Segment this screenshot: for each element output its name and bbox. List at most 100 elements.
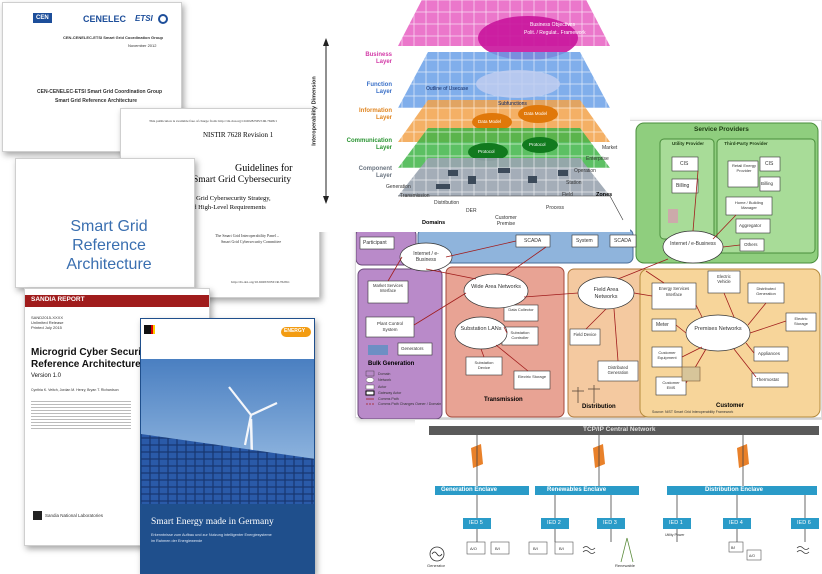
smart-energy-sub2: im Rahmen der Energiewende xyxy=(151,539,203,543)
communication-layer-label: Communication Layer xyxy=(346,138,392,151)
service-providers-title: Service Providers xyxy=(694,126,749,133)
substation-lans-cloud xyxy=(454,316,508,350)
cis-box xyxy=(671,156,699,172)
energy-services-box xyxy=(651,282,697,310)
legend-comms: Comms Path xyxy=(378,397,399,401)
retail-label: Retail Energy Provider xyxy=(731,163,756,173)
scada1-label: SCADA xyxy=(524,238,542,244)
electric-storage-label: Electric Storage xyxy=(517,374,547,379)
protocol-ellipse xyxy=(468,143,508,161)
sandia-logo-icon xyxy=(33,511,42,520)
internet-top-label: Internet / e-Business xyxy=(670,241,716,247)
turbine-blade xyxy=(243,414,253,446)
internet-left-cloud xyxy=(399,242,453,272)
electric-storage2-label: Electric Storage xyxy=(793,316,808,326)
smart-energy-title: Smart Energy made in Germany xyxy=(151,517,274,527)
domain-generation: Generation xyxy=(386,184,411,190)
legend-actor: Actor xyxy=(378,385,387,389)
ied-2-label: IED 2 xyxy=(547,520,561,526)
logo-row: CEN CENELEC ETSI xyxy=(13,13,171,29)
plant-control-box xyxy=(365,316,415,338)
internet-top-cloud xyxy=(662,230,724,264)
sgam-diagram: Interoperability Dimension Business Laye… xyxy=(312,0,630,232)
electric-storage2-box xyxy=(785,312,817,332)
zone-enterprise: Enterprise xyxy=(586,156,609,162)
outline-usecase-label: Outline of Usecase xyxy=(426,86,469,92)
federal-eagle-icon xyxy=(144,325,151,334)
domain-customer-premise: Customer Premise xyxy=(495,215,517,227)
sandia-lab: Sandia National Laboratories xyxy=(45,513,104,518)
zone-market: Market xyxy=(602,145,618,151)
zone-station: Station xyxy=(566,180,582,186)
internet-left-label: Internet / e-Business xyxy=(413,251,439,263)
third-party-box xyxy=(716,138,816,254)
scada2-box xyxy=(609,234,637,248)
protocol2-label: Protocol xyxy=(529,142,546,147)
customer-ems-label: Customer EMS xyxy=(662,380,680,390)
io-box-5-label: B/I xyxy=(731,546,736,550)
thermostat-label: Thermostat xyxy=(756,377,779,382)
sandia-header-bar xyxy=(25,295,209,307)
renewables-enclave-bar xyxy=(535,486,639,495)
customer-equipment-label: Customer Equipment xyxy=(657,350,677,360)
field-area-label: Field Area Networks xyxy=(593,287,619,300)
data-model2-label: Data Model xyxy=(524,111,548,116)
sandia-title1: Microgrid Cyber Security xyxy=(31,347,150,358)
data-model-label: Data Model xyxy=(478,119,502,124)
distribution-enclave-bar xyxy=(667,486,817,495)
market-services-label: Market Services Interface xyxy=(372,283,404,293)
sandia-report-label: SANDIA REPORT xyxy=(31,296,85,303)
domain-der: DER xyxy=(466,208,477,214)
smart-energy-cover: ENERGY Smart Energy made in Germany Erke… xyxy=(140,318,315,574)
participant-label: Participant xyxy=(363,240,387,246)
regulatory-framework-label: Polit. / Regulat.. Framework xyxy=(524,30,586,36)
substation-controller-label: Substation Controller xyxy=(510,330,530,340)
aggregator-box xyxy=(735,218,771,234)
wan-label: Wide Area Networks xyxy=(471,284,521,290)
ied-boxes xyxy=(463,518,819,529)
person-icon xyxy=(668,209,678,223)
business-layer-label: Business Layer xyxy=(365,52,392,65)
io-box-2-label: B/I xyxy=(495,546,500,551)
billing-box xyxy=(671,178,699,194)
appliances-box xyxy=(753,346,789,362)
renewable-label: Renewable xyxy=(615,563,636,568)
premises-cloud xyxy=(685,314,751,352)
sgra-title: Smart Grid Reference Architecture xyxy=(34,217,184,274)
firewall-icons xyxy=(471,444,749,468)
generators-label: Generators xyxy=(401,346,424,351)
sandia-authors: Cynthia K. Veitch, Jordan M. Henry, Brya… xyxy=(31,388,119,392)
home-mgr-label: Home / Building Manager xyxy=(734,200,764,210)
zone-field: Field xyxy=(562,192,573,198)
sgra-title-line1: Smart Grid xyxy=(70,218,148,235)
sgra-title-line3: Architecture xyxy=(66,256,152,273)
billing2-box xyxy=(759,176,781,192)
sandia-meta2: Unlimited Release xyxy=(31,320,64,325)
cis2-label: CIS xyxy=(765,161,774,167)
information-layer-label: Information Layer xyxy=(359,108,392,121)
domain-distribution: Distribution xyxy=(434,200,460,206)
generation-enclave-bar xyxy=(435,486,529,495)
utility-power-label: Utility Power xyxy=(665,533,685,537)
smart-energy-sub1: Erkenntnisse zum Aufbau und zur Nutzung … xyxy=(151,533,272,537)
report-date: November 2012 xyxy=(128,43,157,48)
domain-transmission: Transmission xyxy=(400,193,430,199)
domains-label: Domains xyxy=(422,220,446,226)
legend-network: Network xyxy=(378,378,392,382)
microgrid-network-diagram: TCP/IP Central Network Generation Enclav… xyxy=(415,420,822,574)
etsi-globe-icon xyxy=(158,14,168,24)
billing-label: Billing xyxy=(676,183,690,189)
home-mgr-box xyxy=(725,196,773,216)
io-boxes xyxy=(466,541,762,561)
subfunctions-label: Subfunctions xyxy=(498,101,527,107)
house-icon xyxy=(681,366,701,382)
io-box-3-label: B/I xyxy=(533,546,538,551)
tcp-ip-label: TCP/IP Central Network xyxy=(583,426,656,433)
flag-stripe xyxy=(153,325,155,334)
comms-paths xyxy=(387,170,787,384)
billing2-label: Billing xyxy=(761,181,774,186)
nistir-number: NISTIR 7628 Revision 1 xyxy=(203,131,274,139)
electric-storage-box xyxy=(513,370,551,390)
sandia-text-lines xyxy=(31,399,131,429)
cenelec-logo: CENELEC xyxy=(83,14,127,24)
